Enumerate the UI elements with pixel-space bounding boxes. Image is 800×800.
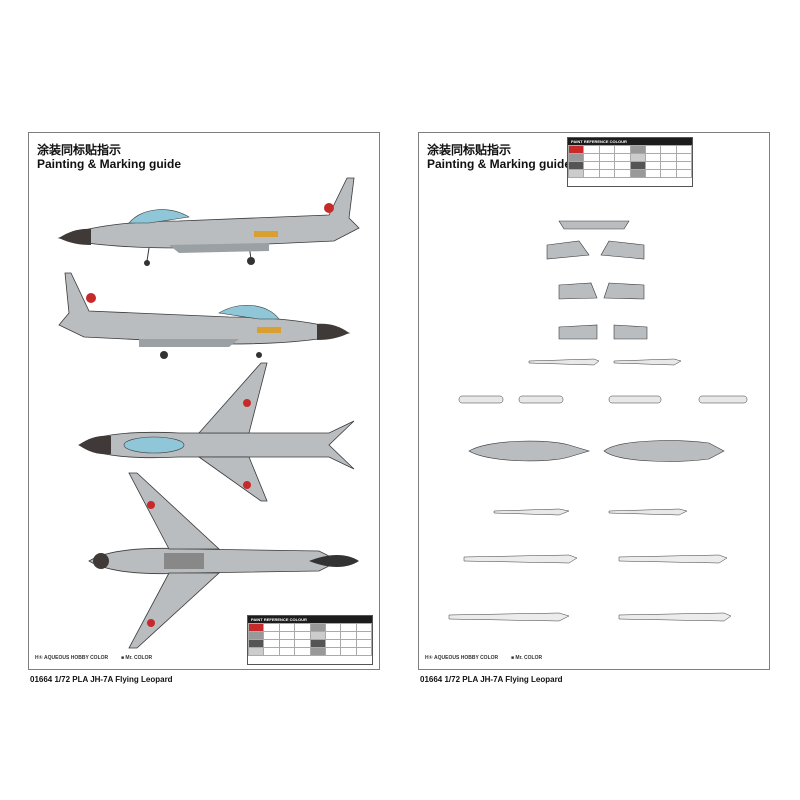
- legend-title: PAINT REFERENCE COLOUR: [248, 616, 372, 623]
- paint-reference-table: [247, 623, 373, 656]
- sheet-title-chinese: 涂装同标贴指示: [37, 143, 122, 157]
- mr-color-note: ■ Mr. COLOR: [511, 655, 543, 661]
- aqueous-color-note: H① AQUEOUS HOBBY COLOR: [35, 655, 109, 661]
- side-profile-top: [57, 177, 360, 266]
- kit-caption-left: 01664 1/72 PLA JH-7A Flying Leopard: [30, 675, 173, 684]
- kit-caption-right: 01664 1/72 PLA JH-7A Flying Leopard: [420, 675, 563, 684]
- paint-reference-legend: PAINT REFERENCE COLOUR: [247, 615, 373, 665]
- star-insignia-icon: [86, 293, 96, 303]
- plan-view-bottom: [88, 472, 359, 649]
- plan-view-top: [78, 362, 355, 502]
- instruction-sheet-left: 涂装同标贴指示 Painting & Marking guide: [28, 132, 380, 670]
- swatch-red: [247, 623, 265, 632]
- fuel-tank-group: [468, 440, 725, 462]
- swatch-grey: [247, 631, 265, 640]
- star-insignia-icon: [324, 203, 334, 213]
- paint-reference-legend: PAINT REFERENCE COLOUR: [567, 137, 693, 187]
- sheet-title-english: Painting & Marking guide: [427, 157, 572, 171]
- pylon-group: [546, 220, 648, 340]
- sheet-title-english: Painting & Marking guide: [37, 157, 182, 171]
- instruction-sheet-right: 涂装同标贴指示 Painting & Marking guide PAINT R…: [418, 132, 770, 670]
- aircraft-profiles-illustration: [57, 177, 360, 649]
- sheet-title-chinese: 涂装同标贴指示: [427, 143, 512, 157]
- swatch-dark: [247, 639, 265, 648]
- side-profile-middle: [58, 272, 351, 359]
- weapons-and-pylons-illustration: [448, 220, 748, 622]
- swatch-light: [247, 647, 265, 656]
- missile-group: [458, 358, 748, 404]
- paint-reference-table: [567, 145, 693, 178]
- legend-title: PAINT REFERENCE COLOUR: [568, 138, 692, 145]
- aqueous-color-note: H① AQUEOUS HOBBY COLOR: [425, 655, 499, 661]
- mr-color-note: ■ Mr. COLOR: [121, 655, 153, 661]
- guided-bomb-group: [448, 508, 732, 622]
